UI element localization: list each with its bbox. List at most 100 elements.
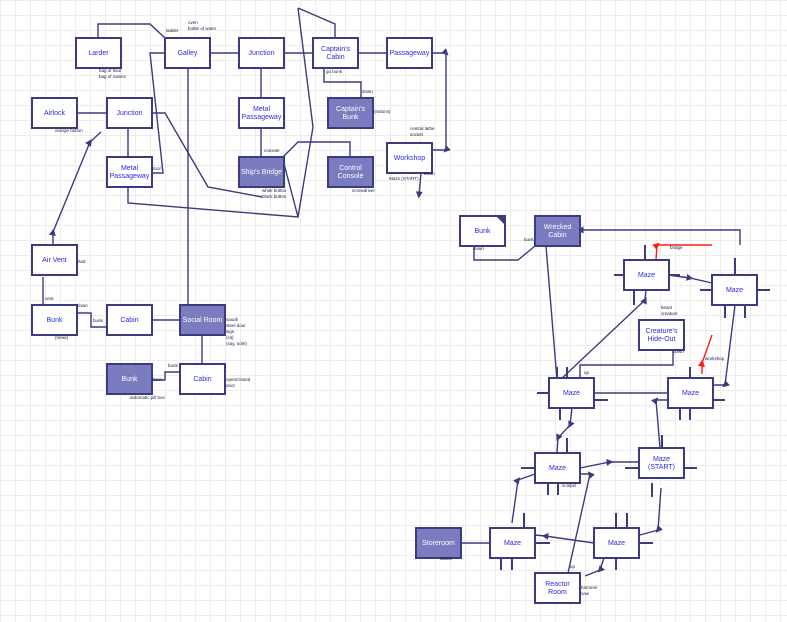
room-label: Ship's Bridge (241, 169, 282, 176)
note-workshop-down: down (424, 171, 435, 176)
room-junction-left[interactable]: Junction (106, 97, 153, 129)
note-workshop-red: workshop (705, 356, 725, 361)
room-box[interactable] (327, 97, 374, 129)
room-maze-d[interactable]: Maze (667, 377, 714, 409)
note-text: Maze (START) (389, 176, 419, 181)
room-label: Captain's (321, 46, 350, 53)
room-label: Passageway (242, 114, 282, 121)
room-label: Cabin (326, 54, 344, 61)
room-box[interactable] (327, 156, 374, 188)
room-maze-b[interactable]: Maze (711, 274, 758, 306)
room-workshop[interactable]: Workshop (386, 142, 433, 174)
room-box[interactable] (711, 274, 758, 306)
room-box[interactable] (106, 97, 153, 129)
room-cabin-bottom[interactable]: Cabin (179, 363, 226, 395)
room-box[interactable] (459, 215, 506, 247)
room-box[interactable] (31, 244, 78, 276)
edge-red-workshop (697, 334, 713, 374)
note-text: dust (77, 259, 86, 264)
room-box[interactable] (106, 304, 153, 336)
room-box[interactable] (593, 527, 640, 559)
edges-right-map (461, 226, 741, 577)
room-box[interactable] (638, 447, 685, 479)
note-text: bottle of water (188, 26, 217, 31)
room-storeroom[interactable]: Storeroom (415, 527, 462, 559)
room-box[interactable] (75, 37, 122, 69)
room-bunk-dark[interactable]: Bunk (106, 363, 153, 395)
room-box[interactable] (638, 319, 685, 351)
room-box[interactable] (106, 156, 153, 188)
room-maze-start[interactable]: Maze(START) (638, 447, 685, 479)
room-box[interactable] (489, 527, 536, 559)
room-label: Junction (248, 50, 274, 57)
room-cabin-mid[interactable]: Cabin (106, 304, 153, 336)
note-up-reactor: up (570, 564, 576, 569)
room-label: Captain's (336, 106, 365, 113)
room-air-vent[interactable]: Air Vent (31, 244, 78, 276)
room-maze-a[interactable]: Maze (623, 259, 670, 291)
edge-maze-g-maze-f (534, 532, 595, 544)
room-box[interactable] (31, 304, 78, 336)
note-text: screwdriver (352, 188, 376, 193)
room-box[interactable] (415, 527, 462, 559)
note-text: automatic pill box (130, 395, 166, 400)
room-galley[interactable]: Galley (164, 37, 211, 69)
room-maze-c[interactable]: Maze (548, 377, 595, 409)
room-box[interactable] (179, 304, 226, 336)
room-box[interactable] (106, 363, 153, 395)
room-maze-e[interactable]: Maze (534, 452, 581, 484)
note-text: (rations) (374, 109, 391, 114)
room-box[interactable] (238, 156, 285, 188)
room-maze-g[interactable]: Maze (593, 527, 640, 559)
room-box[interactable] (164, 37, 211, 69)
note-text: bridge (670, 245, 683, 250)
edge-metal-left-loop (127, 159, 299, 218)
room-maze-f[interactable]: Maze (489, 527, 536, 559)
room-label: (START) (648, 464, 675, 471)
room-larder[interactable]: Larder (75, 37, 122, 69)
room-box[interactable] (534, 572, 581, 604)
room-social-room[interactable]: Social Room (179, 304, 226, 336)
room-box[interactable] (623, 259, 670, 291)
room-ships-bridge[interactable]: Ship's Bridge (238, 156, 285, 188)
note-ladder: ladder (166, 28, 179, 33)
room-box[interactable] (31, 97, 78, 129)
note-hideout-down: down (673, 349, 684, 354)
room-bunk-right[interactable]: Bunk (459, 215, 506, 247)
room-box[interactable] (238, 97, 285, 129)
note-text: hammer (581, 585, 598, 590)
room-label: Maze (608, 540, 625, 547)
room-box[interactable] (312, 37, 359, 69)
note-door: door (152, 166, 162, 171)
room-box[interactable] (548, 377, 595, 409)
room-label: Room (548, 589, 567, 596)
room-box[interactable] (386, 37, 433, 69)
room-box[interactable] (179, 363, 226, 395)
note-text: bunk (524, 237, 535, 242)
edge-maze-e-start (579, 458, 639, 469)
room-junction-top[interactable]: Junction (238, 37, 285, 69)
room-passageway[interactable]: Passageway (386, 37, 433, 69)
note-text: workshop (705, 356, 725, 361)
room-box[interactable] (534, 452, 581, 484)
note-text: (sit) (226, 335, 234, 340)
note-text: down (362, 89, 373, 94)
room-bunk-left[interactable]: Bunk (31, 304, 78, 336)
room-airlock[interactable]: Airlock (31, 97, 78, 129)
room-label: Passageway (110, 173, 150, 180)
note-text: down (77, 303, 88, 308)
note-text: bunk (93, 318, 104, 323)
room-box[interactable] (238, 37, 285, 69)
room-box[interactable] (534, 215, 581, 247)
room-box[interactable] (667, 377, 714, 409)
room-box[interactable] (386, 142, 433, 174)
